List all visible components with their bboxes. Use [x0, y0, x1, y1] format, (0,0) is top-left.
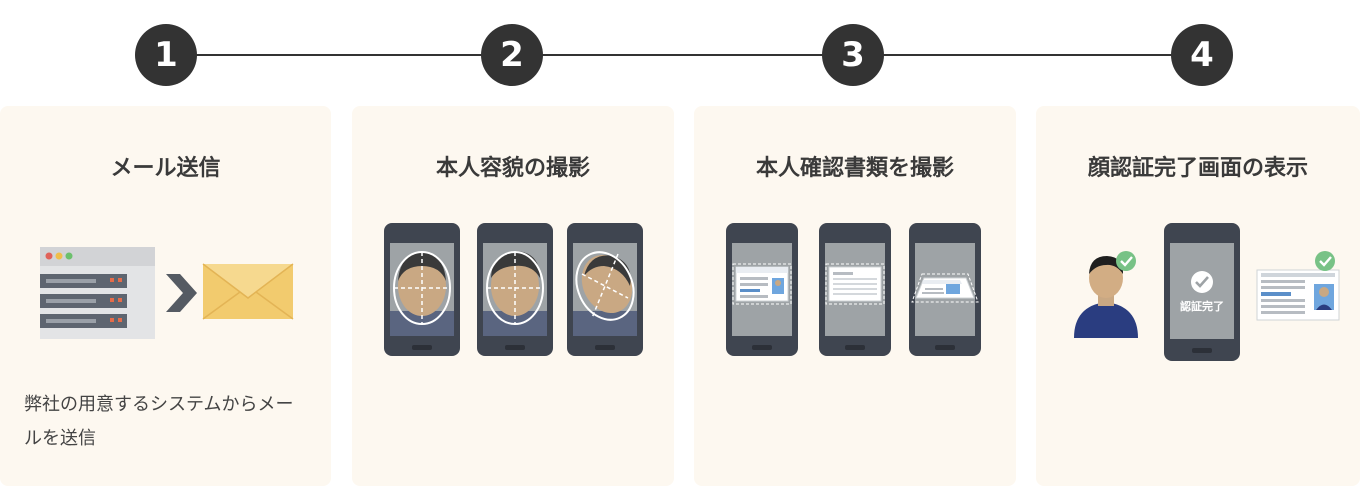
step-2-card: 本人容貌の撮影	[352, 106, 674, 486]
step-4-illustration	[1074, 223, 1340, 361]
id-card-icon	[735, 266, 789, 302]
auth-complete-label: 認証完了	[1180, 300, 1224, 313]
step-4-card: 顔認証完了画面の表示	[1036, 106, 1360, 486]
id-card-perspective-icon	[915, 277, 975, 299]
person-icon	[1074, 256, 1138, 338]
timeline-line	[166, 54, 1202, 56]
phone-id-back	[819, 223, 891, 356]
step-1-description: 弊社の用意するシステムからメールを送信	[24, 394, 294, 449]
phone-face-front	[384, 223, 460, 356]
phone-complete	[1164, 223, 1240, 361]
phone-face-side	[477, 223, 553, 356]
step-1-card: メール送信	[0, 106, 331, 486]
step-1-number: 1	[135, 24, 197, 86]
progress-timeline: 1 2 3 4	[0, 0, 1360, 105]
step-1-illustration	[40, 247, 294, 339]
step-4-title: 顔認証完了画面の表示	[1087, 156, 1308, 181]
step-3-illustration	[726, 223, 981, 356]
step-1-title: メール送信	[110, 156, 221, 181]
step-3-card: 本人確認書類を撮影	[694, 106, 1016, 486]
id-card-icon	[1256, 269, 1340, 321]
step-3-title: 本人確認書類を撮影	[755, 156, 954, 181]
step-2-number: 2	[481, 24, 543, 86]
id-card-back-icon	[828, 266, 882, 302]
phone-id-front	[726, 223, 798, 356]
checkmark-icon	[1116, 251, 1136, 271]
phone-id-tilted	[909, 223, 981, 356]
checkmark-icon	[1315, 251, 1335, 271]
step-4-number: 4	[1171, 24, 1233, 86]
step-3-number: 3	[822, 24, 884, 86]
step-2-title: 本人容貌の撮影	[435, 156, 590, 181]
arrow-right-icon	[166, 274, 197, 312]
step-2-illustration	[384, 223, 643, 356]
envelope-icon	[202, 263, 294, 320]
phone-face-tilted	[567, 223, 643, 356]
server-browser-icon	[40, 247, 155, 339]
